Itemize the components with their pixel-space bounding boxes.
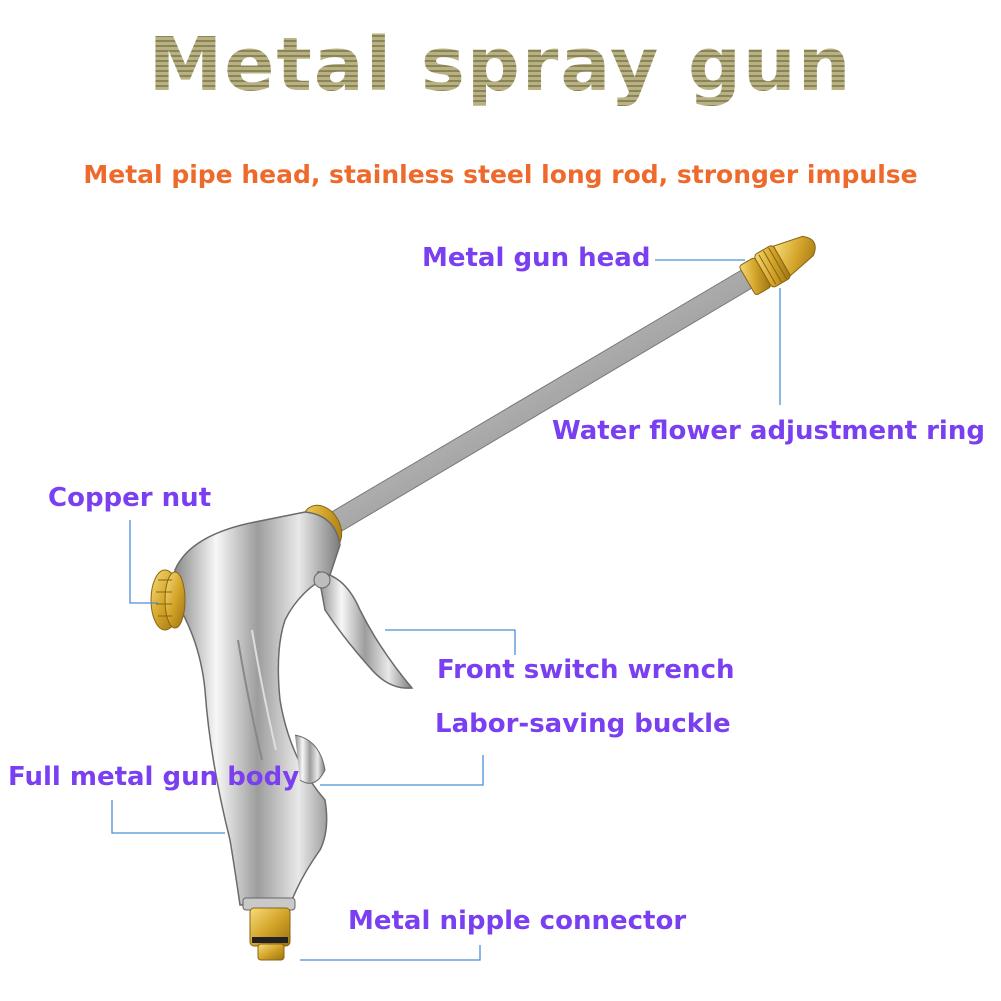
gun-body [174,511,341,906]
page-title: Metal spray gun [0,22,1001,108]
leader-gun-body [111,800,225,834]
gun-head [739,235,816,295]
steel-rod [317,267,758,539]
callout-front-switch: Front switch wrench [437,655,735,685]
trigger [317,571,414,689]
nipple-connector [242,897,296,961]
callout-gun-head: Metal gun head [422,243,651,273]
callout-adjust-ring: Water flower adjustment ring [552,416,985,446]
leader-buckle [320,755,484,786]
callout-nipple: Metal nipple connector [348,906,687,936]
subtitle: Metal pipe head, stainless steel long ro… [83,160,918,189]
leader-front-switch [385,629,516,655]
leader-nipple [300,945,481,961]
copper-nut [150,569,186,631]
callout-copper-nut: Copper nut [48,483,212,513]
leader-lines [111,259,781,961]
callout-buckle: Labor-saving buckle [435,709,731,739]
callout-gun-body: Full metal gun body [8,762,300,792]
leader-copper-nut [129,520,158,604]
